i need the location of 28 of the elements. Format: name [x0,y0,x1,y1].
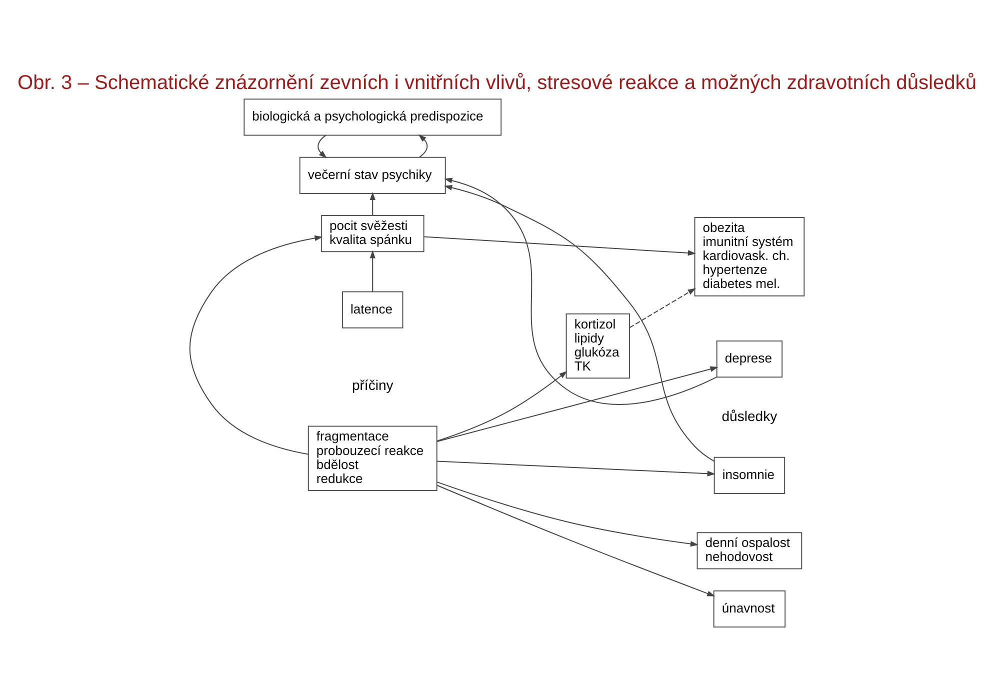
arrow [436,370,568,442]
arrow [437,460,716,476]
label: důsledky [722,407,778,424]
arrow [318,134,327,158]
node-box: únavnost [713,590,786,627]
arrow [189,234,323,454]
arrow [370,250,376,292]
arrow [437,366,718,442]
node-box: obezita imunitní systém kardiovask. ch. hypertenze diabetes mel. [694,216,805,296]
node-box: pocit svěžesti kvalita spánku [320,214,424,252]
arrow [418,134,428,158]
label: příčiny [352,376,394,392]
arrow [629,288,696,328]
arrow [424,236,696,256]
node-box: insomnie [714,456,786,494]
node-box: biologická a psychologická predispozice [244,98,502,136]
node-box: latence [342,290,404,328]
node-box: večerní stav psychiky [299,156,446,194]
node-box: kortizol lipidy glukóza TK [566,312,630,378]
arrow [437,484,716,596]
arrow [436,481,698,546]
node-box: denní ospalost nehodovost [696,532,802,569]
arrow [444,177,717,404]
arrow [370,192,376,215]
node-box: deprese [716,340,783,378]
node-box: fragmentace probouzecí reakce bdělost redukce [308,425,438,490]
diagram-title: Obr. 3 – Schematické znázornění zevních i vnitřních vlivů, stresové reakce a možných zdravotních důsledků [17,72,977,94]
arrow [444,184,715,462]
